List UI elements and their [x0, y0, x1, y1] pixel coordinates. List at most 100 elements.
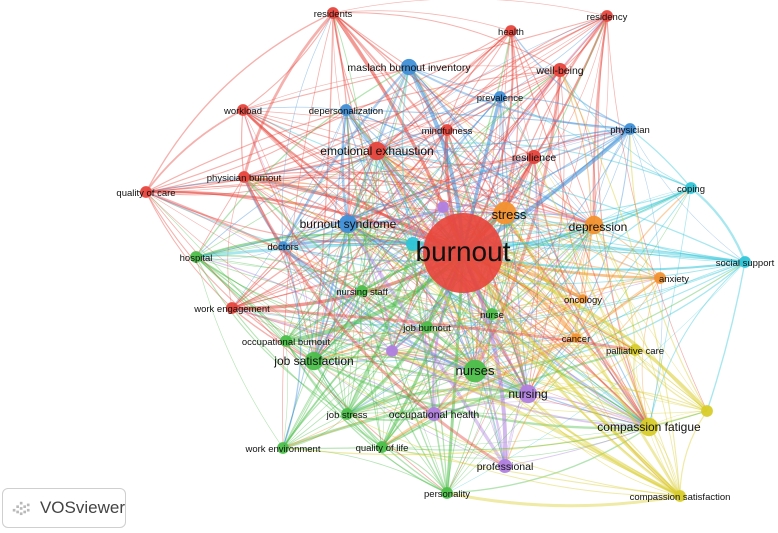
network-edge	[242, 15, 608, 111]
node-oncology[interactable]	[578, 294, 588, 304]
network-edge	[346, 150, 378, 415]
node-job-burnout[interactable]	[421, 321, 433, 333]
node-occupational-burnout[interactable]	[280, 335, 292, 347]
network-edge	[243, 129, 448, 178]
node-job-stress[interactable]	[341, 408, 353, 420]
network-edge	[243, 176, 284, 247]
network-edge	[347, 223, 650, 428]
node-professional[interactable]	[498, 459, 512, 473]
network-edge	[491, 313, 650, 428]
node-work-environment[interactable]	[277, 442, 289, 454]
node-anxiety[interactable]	[654, 272, 666, 284]
node-quality-of-life[interactable]	[376, 441, 388, 453]
network-edge	[347, 223, 746, 263]
network-edge	[361, 290, 448, 494]
network-edge	[243, 176, 584, 300]
node-personality[interactable]	[441, 487, 453, 499]
network-edge	[706, 261, 746, 412]
network-edge	[592, 15, 609, 226]
network-edge	[282, 447, 448, 494]
network-edge	[227, 176, 245, 309]
node-nursing-staff[interactable]	[356, 285, 368, 297]
network-edge	[391, 349, 681, 498]
node-compassion-satisfaction[interactable]	[674, 490, 686, 502]
label-physician-burnout: physician burnout	[207, 173, 282, 184]
network-edge	[282, 150, 378, 449]
network-edge	[391, 343, 636, 352]
node-yellow-hub[interactable]	[701, 405, 713, 417]
node-depersonalization[interactable]	[340, 104, 352, 116]
network-edge	[231, 307, 476, 372]
network-edge	[285, 340, 681, 497]
network-edge	[195, 66, 410, 258]
network-edge	[679, 410, 708, 497]
node-prevalence[interactable]	[494, 91, 506, 103]
network-edge	[282, 370, 476, 449]
network-edge	[381, 446, 681, 497]
node-purple-hub-2[interactable]	[437, 201, 449, 213]
network-edge	[347, 96, 501, 225]
network-edge	[282, 12, 334, 449]
network-edge	[195, 256, 448, 494]
node-depression[interactable]	[584, 215, 604, 235]
network-edge	[285, 340, 448, 494]
node-palliative-care[interactable]	[629, 344, 641, 356]
node-physician-burnout[interactable]	[238, 171, 250, 183]
network-edge	[426, 261, 746, 328]
network-edge	[145, 191, 414, 246]
node-emotional-exhaustion[interactable]	[367, 141, 387, 161]
node-residency[interactable]	[601, 10, 613, 22]
network-edge	[347, 223, 636, 351]
network-edge	[575, 187, 692, 339]
node-nurses[interactable]	[463, 359, 487, 383]
network-edge	[313, 109, 350, 362]
node-health[interactable]	[505, 25, 517, 37]
label-doctors: doctors	[267, 242, 298, 253]
node-occupational-health[interactable]	[427, 407, 441, 421]
network-edge	[345, 109, 631, 130]
node-maslach-burnout-inventory[interactable]	[400, 58, 418, 76]
network-edge	[195, 256, 348, 415]
network-edge	[313, 337, 577, 362]
network-edge	[242, 109, 506, 214]
label-palliative-care: palliative care	[606, 346, 664, 357]
network-edge	[231, 109, 347, 309]
node-coping[interactable]	[685, 182, 697, 194]
node-job-satisfaction[interactable]	[304, 351, 324, 371]
network-edge	[313, 243, 414, 362]
node-nurse[interactable]	[486, 308, 498, 320]
node-stress[interactable]	[493, 201, 517, 225]
node-quality-of-care[interactable]	[140, 186, 152, 198]
node-work-engagement[interactable]	[226, 302, 238, 314]
node-workload[interactable]	[237, 104, 249, 116]
node-cyan-hub[interactable]	[406, 237, 420, 251]
network-edge	[195, 256, 284, 449]
node-burnout-syndrome[interactable]	[338, 214, 358, 234]
node-well-being[interactable]	[553, 63, 567, 77]
network-edge	[243, 176, 476, 372]
network-edge	[381, 336, 577, 449]
node-burnout[interactable]	[423, 213, 503, 293]
network-edge	[345, 109, 577, 339]
node-doctors[interactable]	[278, 241, 288, 251]
node-purple-hub[interactable]	[386, 345, 398, 357]
network-edge	[391, 277, 661, 352]
node-hospital[interactable]	[190, 251, 202, 263]
network-edge	[559, 69, 596, 226]
network-edge	[361, 290, 577, 339]
node-mindfulness[interactable]	[441, 124, 453, 136]
network-edge	[533, 15, 608, 158]
node-nursing[interactable]	[518, 384, 538, 404]
node-social-support[interactable]	[739, 256, 751, 268]
label-physician: physician	[610, 125, 650, 136]
node-resilience[interactable]	[527, 150, 541, 164]
node-cancer[interactable]	[571, 333, 581, 343]
network-edge	[504, 212, 661, 279]
node-residents[interactable]	[327, 7, 339, 19]
network-edge	[376, 150, 708, 412]
node-compassion-fatigue[interactable]	[639, 417, 659, 437]
network-edge	[282, 245, 348, 415]
network-edge	[593, 224, 650, 428]
node-physician[interactable]	[624, 123, 636, 135]
network-edge	[533, 156, 595, 226]
